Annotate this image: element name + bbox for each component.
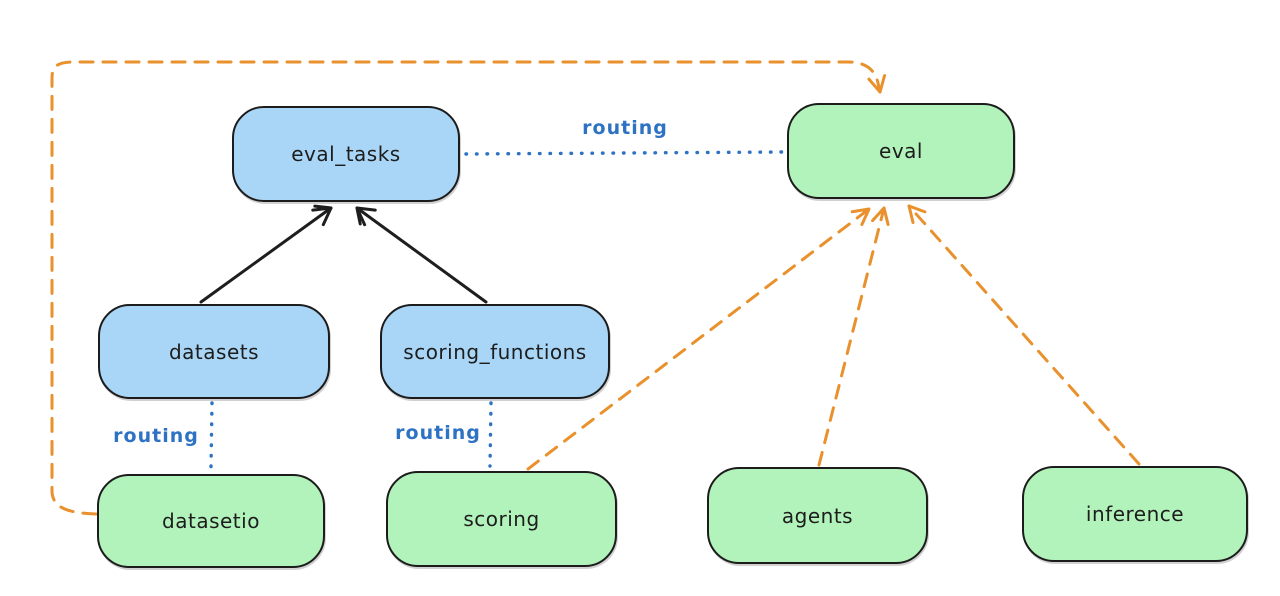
node-agents[interactable]: agents <box>707 467 928 564</box>
edge-inference-to-eval <box>907 204 1141 466</box>
routing-label-eval-tasks-eval: routing <box>582 117 668 139</box>
edge-scoring-functions-to-eval-tasks <box>355 206 488 304</box>
node-inference-label: inference <box>1085 502 1185 526</box>
edge-datasetio-to-eval <box>50 60 887 516</box>
node-inference[interactable]: inference <box>1022 466 1248 562</box>
edge-scoring-functions-to-scoring <box>488 401 493 468</box>
routing-label-datasets-datasetio: routing <box>113 425 199 447</box>
node-scoring-label: scoring <box>463 507 540 531</box>
node-agents-label: agents <box>781 503 854 528</box>
node-eval-tasks-label: eval_tasks <box>291 142 401 166</box>
edge-scoring-to-eval <box>526 207 871 471</box>
node-datasetio[interactable]: datasetio <box>97 474 325 568</box>
node-scoring-functions[interactable]: scoring_functions <box>380 304 610 399</box>
node-eval-tasks[interactable]: eval_tasks <box>232 106 460 202</box>
node-eval[interactable]: eval <box>787 103 1015 199</box>
edge-agents-to-eval <box>817 206 890 467</box>
edge-eval-tasks-to-eval <box>464 150 784 156</box>
node-scoring-functions-label: scoring_functions <box>403 339 587 364</box>
node-datasets[interactable]: datasets <box>98 304 330 399</box>
routing-label-scoring-functions-scoring: routing <box>395 422 481 444</box>
node-eval-label: eval <box>879 139 923 163</box>
node-datasetio-label: datasetio <box>162 509 260 533</box>
edge-datasets-to-datasetio <box>209 401 214 470</box>
edge-datasets-to-eval-tasks <box>199 204 333 304</box>
node-datasets-label: datasets <box>168 339 260 364</box>
node-scoring[interactable]: scoring <box>386 471 617 567</box>
